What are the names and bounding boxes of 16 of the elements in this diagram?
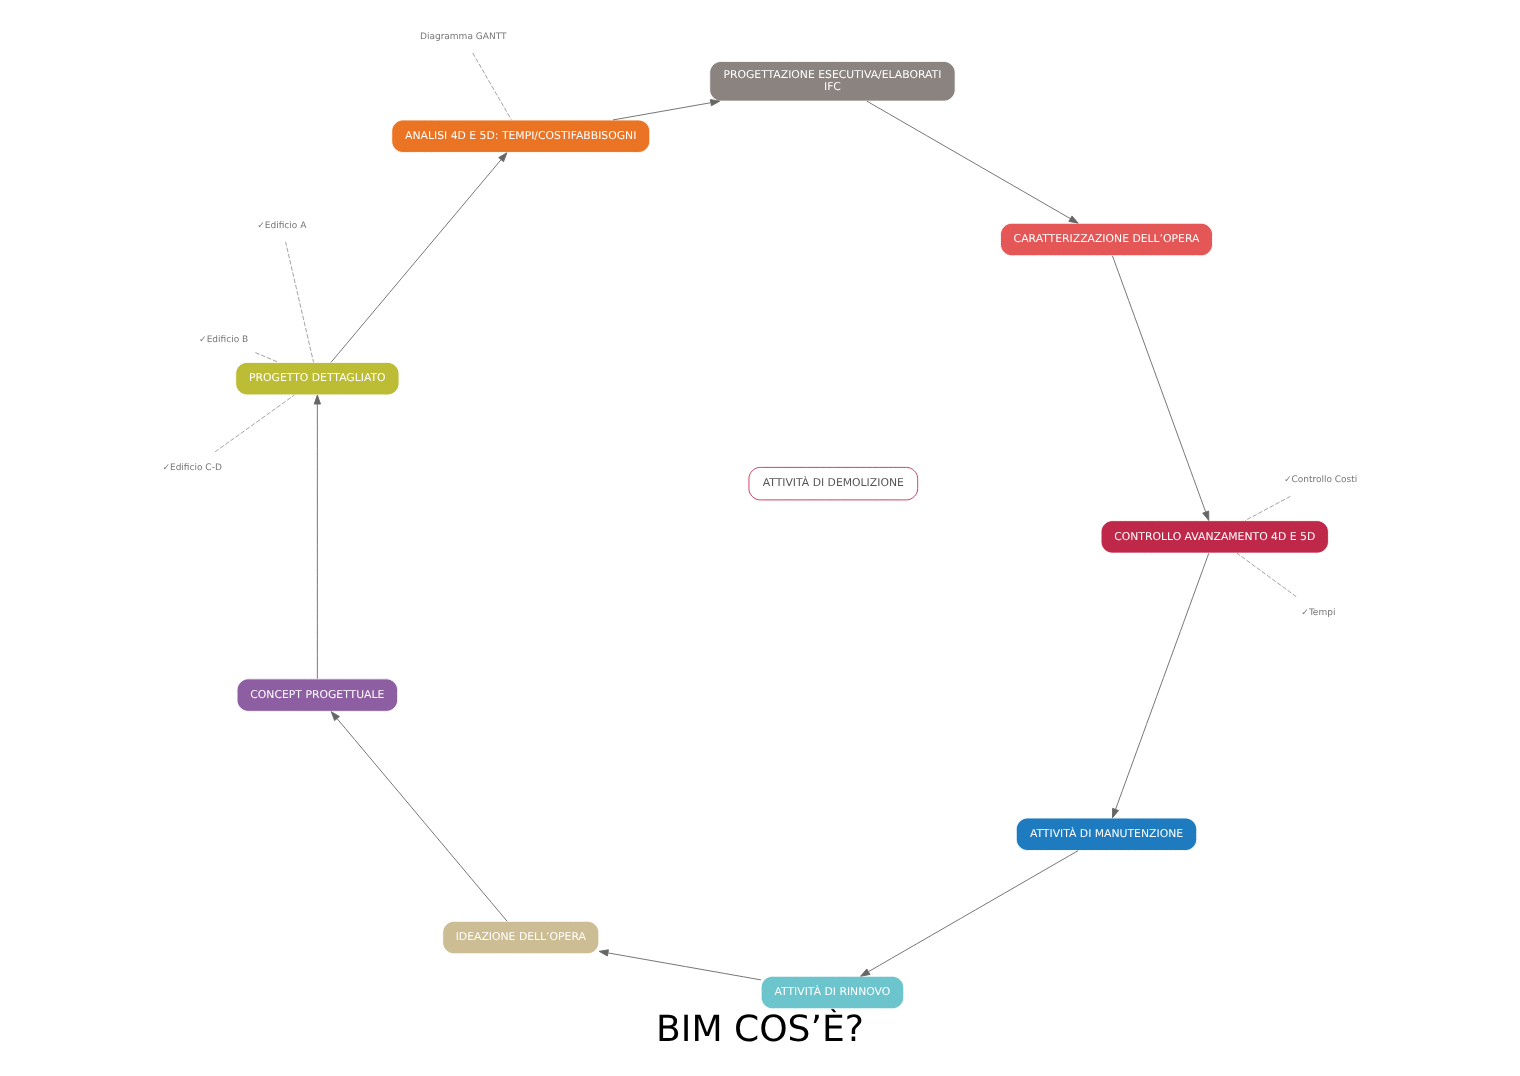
arrow <box>612 99 721 121</box>
connector <box>254 352 279 363</box>
arrow <box>598 949 762 981</box>
arrow <box>1112 255 1210 521</box>
connector <box>1244 495 1291 522</box>
connector <box>285 241 314 363</box>
arrow <box>866 100 1079 224</box>
connector <box>472 52 512 121</box>
connector <box>214 394 295 453</box>
connector <box>1236 552 1297 598</box>
arrow <box>330 711 508 922</box>
diagram-title: BIM COS’È? <box>656 1009 864 1052</box>
arrow <box>313 394 321 679</box>
arrow <box>860 850 1079 977</box>
arrow <box>330 152 508 363</box>
arrow <box>1112 552 1210 819</box>
